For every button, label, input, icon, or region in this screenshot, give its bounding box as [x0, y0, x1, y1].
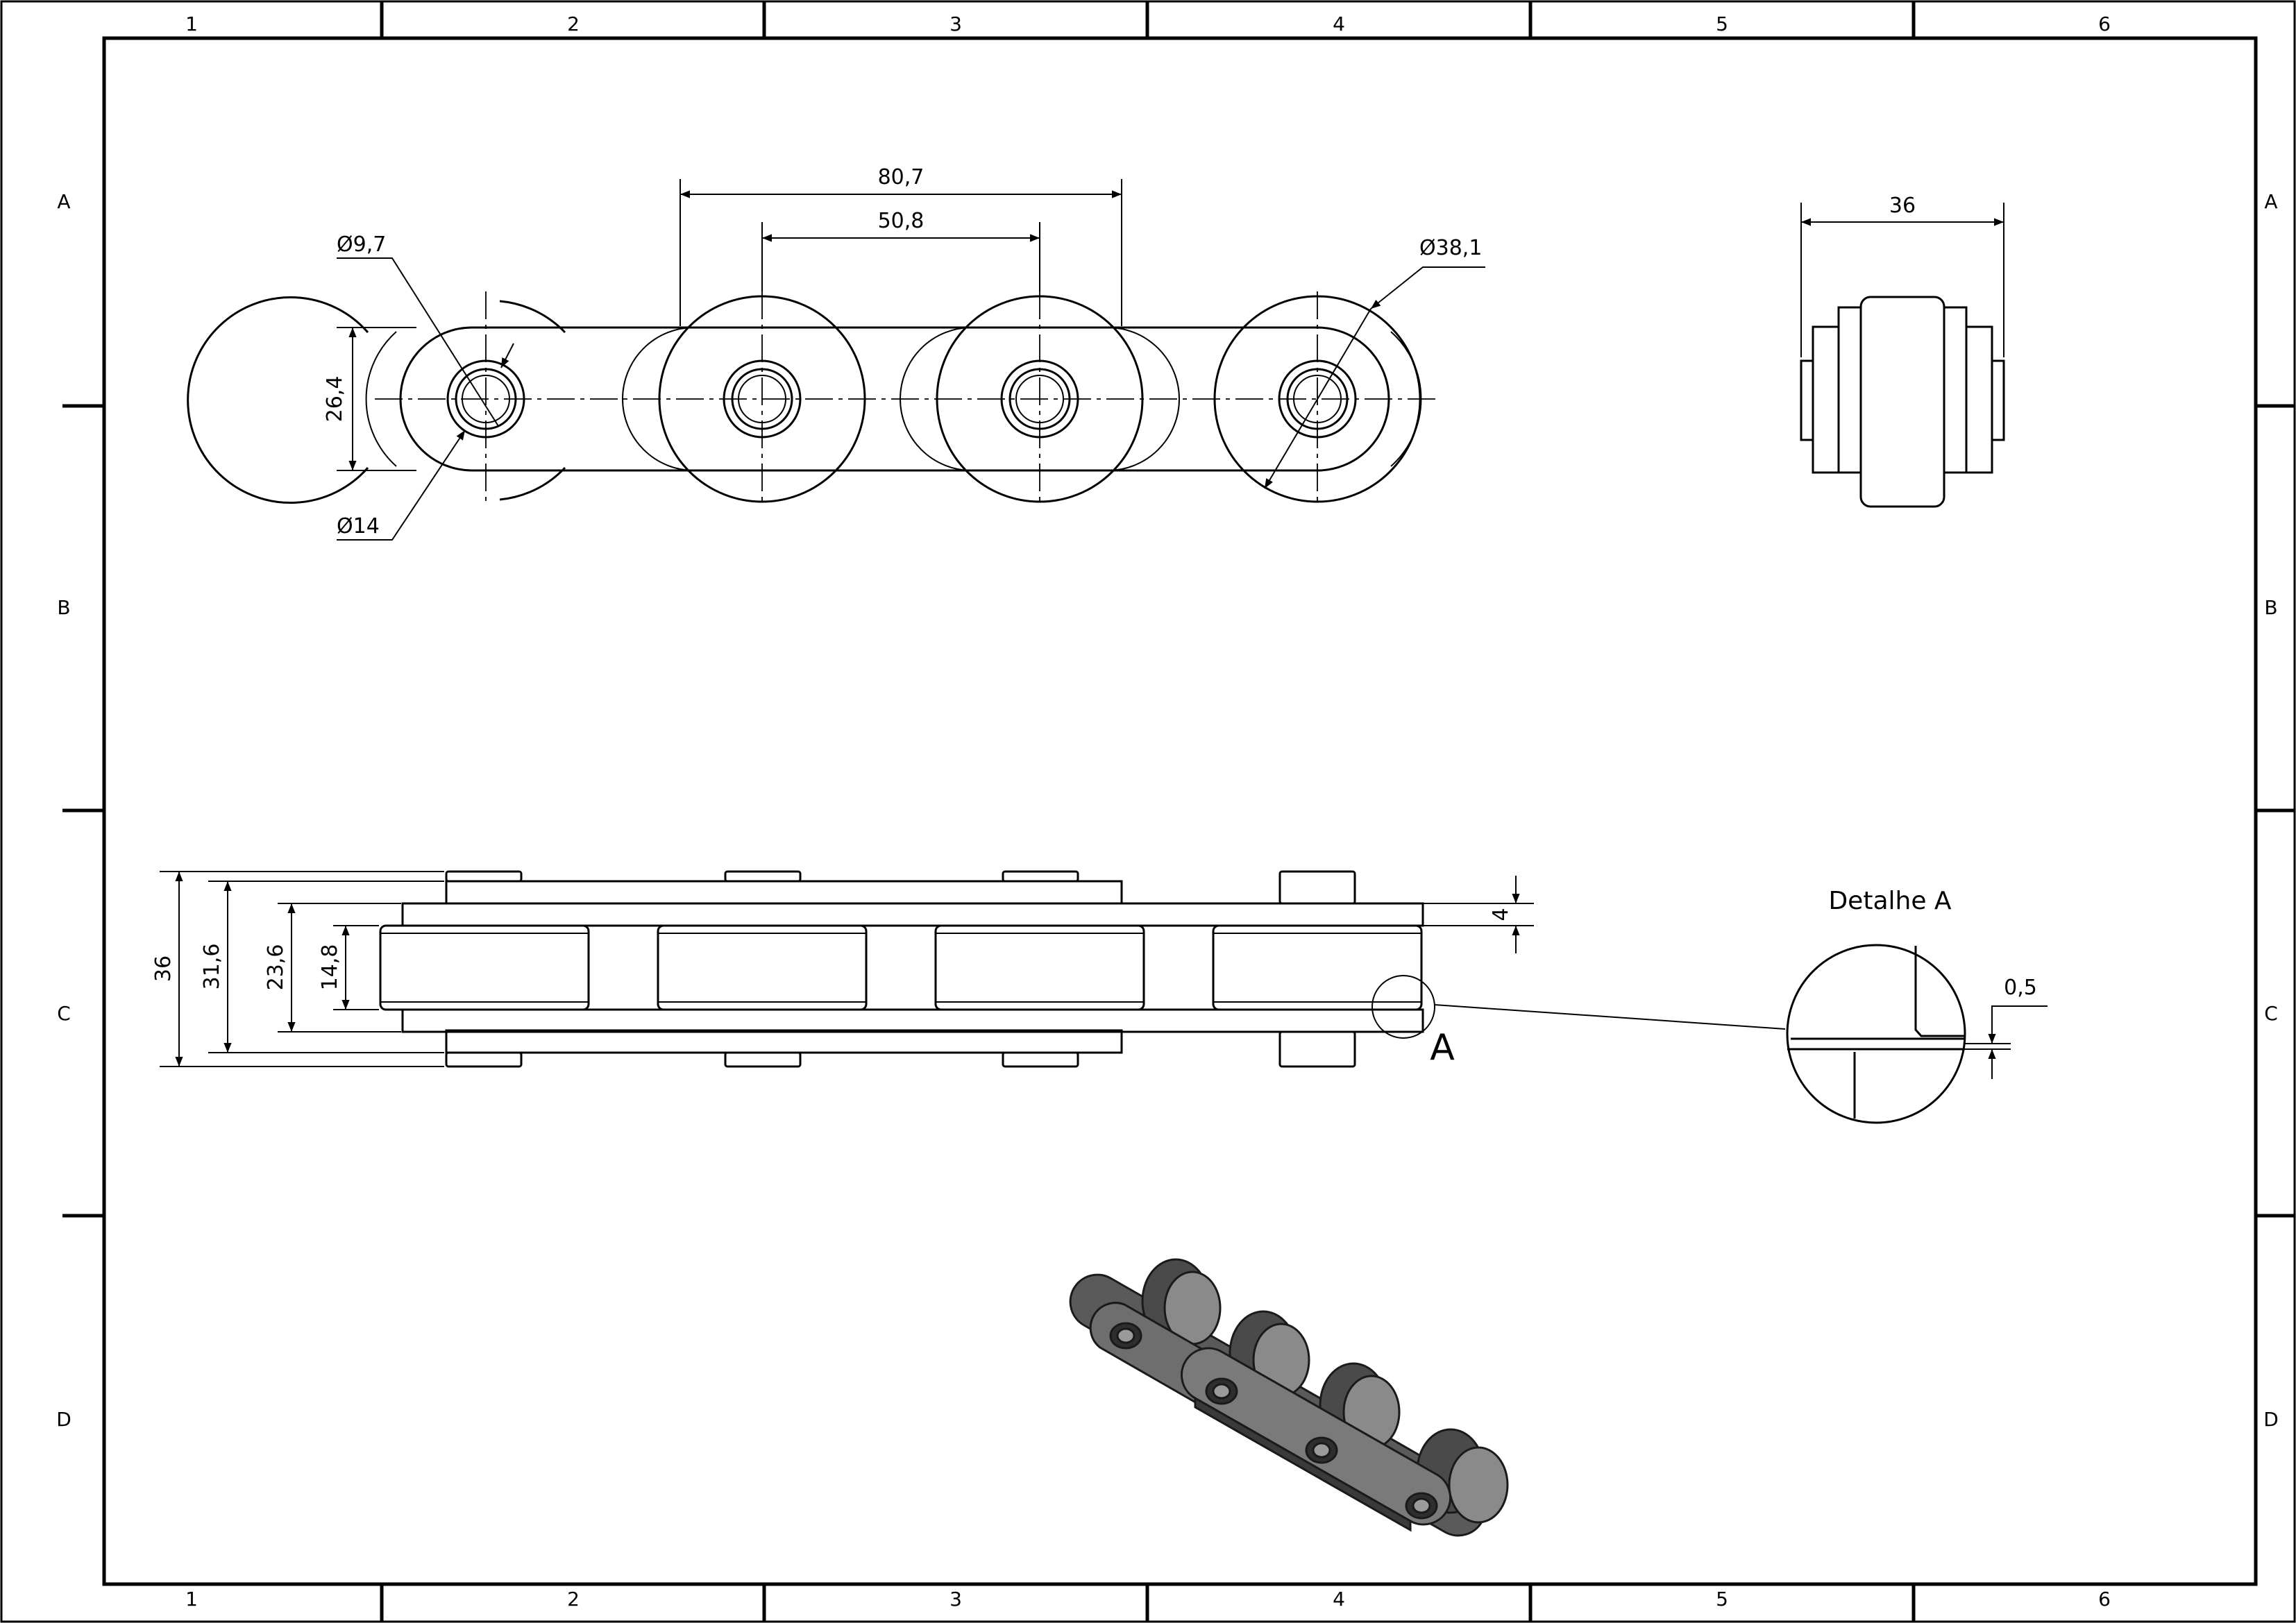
row-label-left-D: D	[56, 1408, 71, 1431]
detail-circle	[1786, 944, 1966, 1124]
dim-total-width: 36	[151, 955, 176, 982]
front-roller-bands	[380, 903, 1424, 1003]
detail-title: Detalhe A	[1828, 887, 1951, 915]
row-label-right-A: A	[2264, 190, 2277, 213]
column-label-top-3: 3	[949, 12, 962, 35]
column-label-bottom-6: 6	[2098, 1588, 2111, 1611]
detail-view: Detalhe A 0,5	[1786, 887, 2048, 1124]
row-label-right-D: D	[2263, 1408, 2279, 1431]
end-view-details	[1800, 203, 2004, 473]
dim-gap: 0,5	[2004, 976, 2037, 1000]
column-label-bottom-5: 5	[1716, 1588, 1728, 1611]
dim-pin-diameter: Ø9,7	[337, 232, 386, 257]
column-label-bottom-1: 1	[185, 1588, 198, 1611]
dim-roller-diameter: Ø38,1	[1419, 236, 1482, 260]
dim-inner-plates: 23,6	[264, 944, 288, 991]
dim-pitch-outer: 80,7	[878, 165, 925, 189]
dim-bush-diameter: Ø14	[337, 514, 380, 538]
end-view-outline	[1800, 296, 2005, 508]
front-view: 36 31,6 23,6 14,8 4 A	[151, 870, 1786, 1069]
detail-geometry	[1787, 946, 1965, 1119]
row-labels-left: A B C D	[56, 190, 71, 1431]
detail-dimension	[1965, 1005, 2048, 1079]
column-label-top-1: 1	[185, 12, 198, 35]
column-label-top-6: 6	[2098, 12, 2111, 35]
row-label-left-C: C	[57, 1002, 71, 1025]
row-label-right-B: B	[2264, 596, 2277, 619]
dim-plate-height: 26,4	[323, 376, 347, 423]
dim-plate-thickness: 4	[1489, 908, 1513, 921]
front-rollers	[379, 924, 1423, 1011]
column-labels-bottom: 1 2 3 4 5 6	[185, 1588, 2111, 1611]
detail-marker: A	[1430, 1027, 1455, 1069]
row-label-left-A: A	[57, 190, 70, 213]
isometric-view	[1069, 1258, 1509, 1537]
column-label-top-4: 4	[1333, 12, 1345, 35]
column-label-bottom-3: 3	[949, 1588, 962, 1611]
dimension-lines	[337, 179, 1485, 541]
front-pin-heads	[445, 870, 1356, 1068]
column-ticks	[380, 1, 1916, 1622]
top-view: 80,7 50,8 Ø9,7 Ø14 Ø38,1 26,4	[187, 165, 1485, 541]
front-dimension-lines	[160, 871, 1786, 1067]
row-labels-right: A B C D	[2263, 190, 2279, 1431]
row-ticks	[62, 404, 2295, 1218]
iso-plate-edge	[1194, 1396, 1412, 1532]
dim-pitch: 50,8	[878, 209, 925, 233]
column-label-top-2: 2	[567, 12, 580, 35]
row-label-right-C: C	[2264, 1002, 2278, 1025]
row-label-left-B: B	[57, 596, 70, 619]
column-label-top-5: 5	[1716, 12, 1728, 35]
end-view: 36	[1800, 194, 2005, 508]
column-labels-top: 1 2 3 4 5 6	[185, 12, 2111, 35]
dim-end-width: 36	[1889, 194, 1916, 218]
dim-outer-plates: 31,6	[200, 944, 224, 990]
dim-roller-width: 14,8	[318, 944, 342, 991]
centerlines	[375, 291, 1437, 507]
column-label-bottom-2: 2	[567, 1588, 580, 1611]
column-label-bottom-4: 4	[1333, 1588, 1345, 1611]
iso-pins	[1109, 1322, 1438, 1520]
